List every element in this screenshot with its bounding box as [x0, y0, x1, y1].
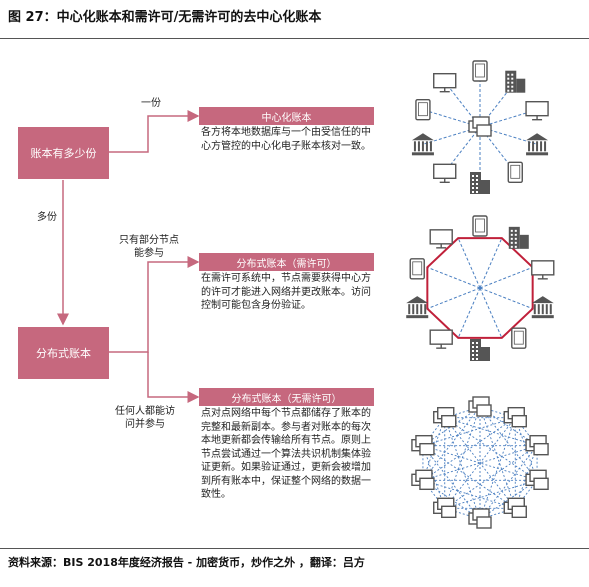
ledger-count-node: 账本有多少份: [18, 127, 109, 179]
server-icon: [433, 406, 457, 428]
monitor-icon: [525, 100, 549, 121]
monitor-icon: [429, 229, 453, 249]
mesh-line: [444, 417, 538, 481]
mesh-line: [444, 479, 538, 509]
source-note: 资料来源：BIS 2018年度经济报告 - 加密货币，炒作之外 ，翻译：吕方: [8, 556, 365, 569]
mesh-line: [422, 445, 446, 509]
server-icon: [468, 116, 492, 137]
server-icon: [468, 508, 492, 529]
spoke-line: [479, 287, 533, 310]
mesh-line: [422, 417, 516, 481]
building-icon: [470, 172, 490, 194]
edge-one: [109, 110, 200, 153]
mesh-line: [444, 406, 481, 509]
edge-permissioned: [109, 256, 200, 353]
building-icon: [505, 70, 526, 93]
bank-icon: [526, 133, 549, 156]
server-icon: [411, 469, 435, 491]
mesh-line: [422, 479, 516, 509]
mesh-line: [422, 406, 481, 481]
figure-title: 图 27：中心化账本和需许可/无需许可的去中心化账本: [8, 10, 322, 25]
tablet-icon: [472, 215, 488, 237]
edge-permissionless: [147, 352, 200, 403]
server-icon: [525, 469, 549, 491]
edge-label-one: 一份: [141, 98, 161, 109]
source-rule: [0, 548, 589, 549]
tablet-icon: [507, 161, 523, 184]
spoke-line: [479, 237, 503, 289]
server-icon: [525, 434, 549, 456]
server-icon: [411, 434, 435, 456]
centralized-ledger-description: 各方将本地数据库与一个由受信任的中心方管控的中心化电子账本核对一致。: [201, 127, 371, 152]
mesh-line: [444, 417, 481, 520]
spoke-line: [457, 287, 481, 339]
building-icon: [508, 226, 529, 249]
tablet-icon: [511, 327, 527, 349]
monitor-icon: [531, 260, 555, 280]
permissioned-ledger-description: 在需许可系统中，节点需要获得中心方的许可才能进入网络并更改账本。访问控制可能包含…: [201, 273, 371, 311]
monitor-icon: [433, 163, 457, 184]
mesh-line: [444, 417, 538, 447]
spoke-line: [427, 266, 481, 289]
server-icon: [503, 497, 527, 519]
spoke-line: [427, 287, 481, 310]
bank-icon: [411, 133, 434, 156]
bank-icon: [406, 296, 429, 319]
server-icon: [503, 406, 527, 428]
mesh-line: [479, 406, 538, 481]
title-rule: [0, 38, 589, 39]
server-icon: [433, 497, 457, 519]
server-icon: [468, 396, 492, 417]
permissionless-ledger-description: 点对点网络中每个节点都储存了账本的完整和最新副本。参与者对账本的每次本地更新都会…: [201, 408, 371, 500]
spoke-line: [457, 237, 481, 289]
edge-label-many: 多份: [37, 212, 57, 223]
mesh-line: [444, 445, 538, 509]
edge-label-anyone: 任何人都能访问并参与: [115, 406, 175, 430]
mesh-line: [444, 417, 516, 509]
spoke-line: [479, 266, 533, 289]
tablet-icon: [415, 98, 431, 121]
tablet-icon: [409, 258, 425, 280]
permissioned-ring: [426, 237, 534, 339]
mesh-line: [479, 445, 538, 520]
edge-label-some-nodes: 只有部分节点能参与: [119, 235, 179, 259]
spoke-line: [444, 81, 481, 128]
mesh-line: [422, 417, 516, 447]
permissionless-ledger-label: 分布式账本（无需许可）: [199, 388, 374, 406]
bank-icon: [531, 296, 554, 319]
monitor-icon: [429, 329, 453, 349]
spoke-line: [479, 287, 503, 339]
permissioned-ledger-label: 分布式账本（需许可）: [199, 253, 374, 271]
mesh-line: [422, 445, 481, 520]
tablet-icon: [472, 60, 488, 82]
monitor-icon: [433, 72, 457, 93]
mesh-line: [422, 445, 516, 509]
building-icon: [470, 339, 490, 361]
centralized-ledger-label: 中心化账本: [199, 107, 374, 125]
distributed-ledger-node: 分布式账本: [18, 327, 109, 379]
